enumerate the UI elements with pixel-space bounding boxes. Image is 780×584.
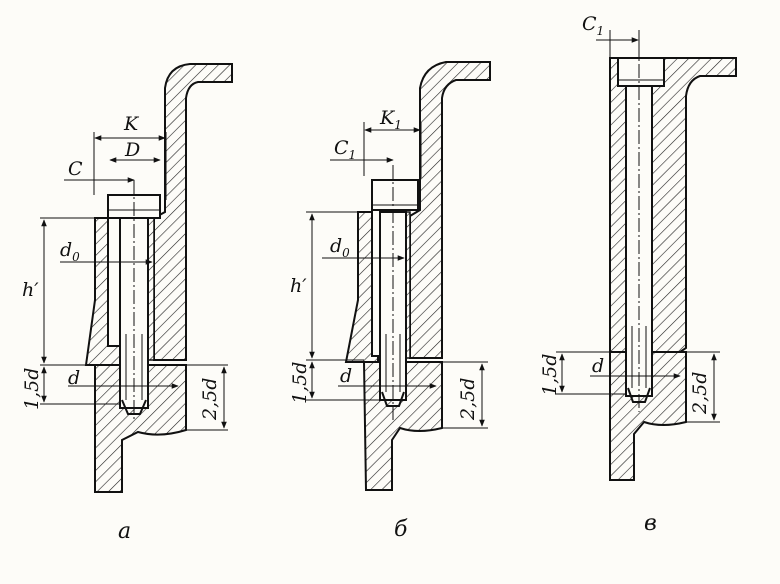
label-2-5d-c: 2,5d bbox=[689, 372, 711, 415]
label-K-a: K bbox=[123, 113, 140, 135]
label-C-a: C bbox=[68, 158, 83, 180]
label-d-b: d bbox=[340, 365, 352, 387]
figure-c: C1 d 1,5d 2,5d в bbox=[539, 13, 737, 536]
caption-c: в bbox=[644, 511, 657, 536]
label-1-5d-b: 1,5d bbox=[289, 362, 311, 404]
label-K1-b: K1 bbox=[379, 107, 402, 132]
label-D-a: D bbox=[124, 139, 140, 161]
label-d-c: d bbox=[592, 355, 604, 377]
label-h-b: h′ bbox=[290, 275, 307, 297]
figure-a: K D C d0 h′ d 1,5d 2,5d а bbox=[21, 63, 233, 544]
bolt-head-c bbox=[617, 57, 665, 87]
label-1-5d-a: 1,5d bbox=[21, 368, 43, 410]
boss-a bbox=[84, 217, 121, 366]
label-1-5d-c: 1,5d bbox=[539, 354, 561, 396]
label-2-5d-b: 2,5d bbox=[457, 378, 479, 421]
housing-lower-a bbox=[94, 364, 187, 493]
label-C1-b: C1 bbox=[334, 137, 356, 162]
label-d0-b: d0 bbox=[330, 235, 350, 260]
label-h-a: h′ bbox=[22, 279, 39, 301]
caption-a: а bbox=[118, 519, 131, 544]
label-2-5d-a: 2,5d bbox=[199, 378, 221, 421]
caption-b: б bbox=[394, 517, 408, 542]
label-d0-a: d0 bbox=[60, 239, 80, 264]
housing-upper-a bbox=[153, 63, 233, 361]
boss-b bbox=[344, 211, 379, 363]
label-d-a: d bbox=[68, 367, 80, 389]
housing-upper-b bbox=[409, 61, 491, 359]
label-C1-c: C1 bbox=[582, 13, 604, 38]
figure-b: K1 C1 d0 h′ d 1,5d 2,5d б bbox=[289, 61, 491, 542]
